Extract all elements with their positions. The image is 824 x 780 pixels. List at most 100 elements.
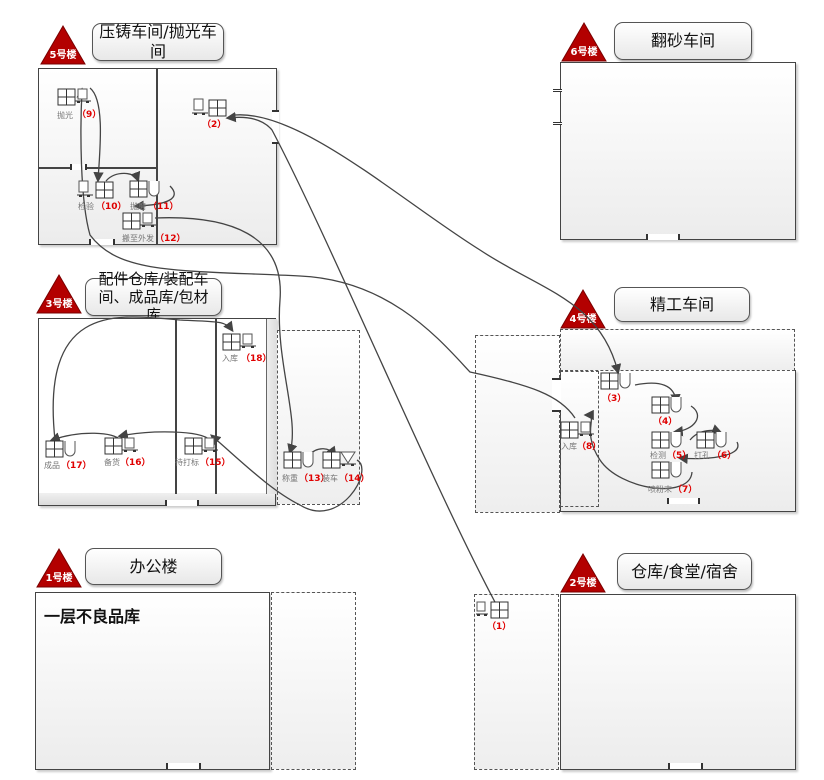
station-number: （17） <box>61 461 92 471</box>
station-number: （9） <box>77 110 102 120</box>
station-number: （12） <box>155 234 186 244</box>
station-8[interactable] <box>560 421 596 443</box>
station-label: 打孔 <box>694 451 710 460</box>
station-14[interactable] <box>322 451 360 475</box>
station-3[interactable] <box>600 372 636 394</box>
station-13[interactable] <box>283 451 321 473</box>
badge-label: 3号楼 <box>45 299 73 310</box>
station-number: （5） <box>667 451 692 461</box>
storage-note: 一层不良品库 <box>44 607 141 626</box>
building-2-annex <box>474 594 559 770</box>
triangle-icon <box>36 274 82 314</box>
station-6[interactable] <box>696 431 732 453</box>
grid-cup-icon <box>651 396 682 414</box>
grid-cart-icon <box>560 421 594 439</box>
grid-cart-icon <box>222 333 256 351</box>
door <box>553 89 562 92</box>
building-title-3: 配件仓库/装配车间、成品库/包材库 <box>85 270 222 324</box>
building-badge-5: 5号楼 <box>40 25 86 65</box>
station-2[interactable] <box>192 98 228 122</box>
station-17[interactable] <box>45 440 83 462</box>
door <box>553 122 562 125</box>
building-badge-1: 1号楼 <box>36 548 82 588</box>
building-title-4: 精工车间 <box>614 287 750 322</box>
station-number: （15） <box>200 458 231 468</box>
station-number: （10） <box>96 202 127 212</box>
station-number: （2） <box>202 120 227 130</box>
station-1[interactable] <box>476 601 510 623</box>
station-9[interactable] <box>57 88 93 110</box>
door <box>552 378 561 412</box>
station-10[interactable] <box>77 180 115 204</box>
station-15[interactable] <box>184 437 222 459</box>
station-number: （4） <box>653 417 678 427</box>
grid-cart-icon <box>57 88 91 106</box>
cart-grid-icon <box>192 98 227 117</box>
grid-cart-icon <box>184 437 218 455</box>
station-number: （18） <box>241 354 272 364</box>
cart-grid-icon <box>476 601 509 619</box>
door <box>166 763 201 769</box>
door <box>89 239 115 245</box>
station-number: （16） <box>120 458 151 468</box>
wall <box>39 167 157 169</box>
grid-cup-icon <box>696 431 727 449</box>
building-1 <box>35 592 270 770</box>
building-badge-6: 6号楼 <box>561 22 607 62</box>
badge-label: 5号楼 <box>49 50 77 61</box>
grid-cup-icon <box>651 431 682 449</box>
station-label: 入库 <box>222 354 238 363</box>
grid-cup-icon <box>45 440 76 458</box>
badge-label: 4号楼 <box>569 314 597 325</box>
station-label: 抛磨 <box>130 202 146 211</box>
grid-cart-icon <box>122 212 156 230</box>
door <box>667 498 700 504</box>
station-label: 检验 <box>78 202 94 211</box>
station-label: 装车 <box>322 474 338 483</box>
station-number: （1） <box>487 622 512 632</box>
station-number: （7） <box>673 485 698 495</box>
badge-label: 6号楼 <box>570 47 598 58</box>
building-badge-3: 3号楼 <box>36 274 82 314</box>
station-5[interactable] <box>651 431 687 453</box>
building-6 <box>560 62 796 240</box>
grid-cup-icon <box>651 461 682 479</box>
triangle-icon <box>560 553 606 593</box>
triangle-icon <box>40 25 86 65</box>
building-title-1: 办公楼 <box>85 548 222 585</box>
station-label: 抛光 <box>57 111 73 120</box>
badge-label: 2号楼 <box>569 578 597 589</box>
building-3-side <box>266 319 277 494</box>
station-number: （13） <box>299 474 330 484</box>
station-12[interactable] <box>122 212 160 234</box>
station-label: 备货 <box>104 458 120 467</box>
station-7[interactable] <box>651 461 687 483</box>
building-2 <box>560 594 796 770</box>
grid-truck-icon <box>322 451 356 469</box>
door <box>272 110 279 144</box>
station-11[interactable] <box>129 180 169 202</box>
station-number: （3） <box>602 394 627 404</box>
door <box>165 500 199 506</box>
building-1-annex <box>271 592 356 770</box>
station-4[interactable] <box>651 396 687 418</box>
building-3-base <box>39 493 275 505</box>
building-badge-4: 4号楼 <box>560 289 606 329</box>
station-label: 检测 <box>650 451 666 460</box>
door <box>668 763 703 769</box>
station-number: （11） <box>148 202 179 212</box>
grid-cup-icon <box>600 372 631 390</box>
building-title-6: 翻砂车间 <box>614 22 752 60</box>
building-badge-2: 2号楼 <box>560 553 606 593</box>
station-label: 入库 <box>561 442 577 451</box>
station-label: 成品 <box>44 461 60 470</box>
triangle-icon <box>561 22 607 62</box>
station-16[interactable] <box>104 437 142 459</box>
station-number: （8） <box>577 442 602 452</box>
triangle-icon <box>36 548 82 588</box>
grid-cart-icon <box>104 437 138 455</box>
station-18[interactable] <box>222 333 260 355</box>
station-label: 称重 <box>282 474 298 483</box>
door <box>70 164 87 170</box>
door <box>646 234 680 240</box>
